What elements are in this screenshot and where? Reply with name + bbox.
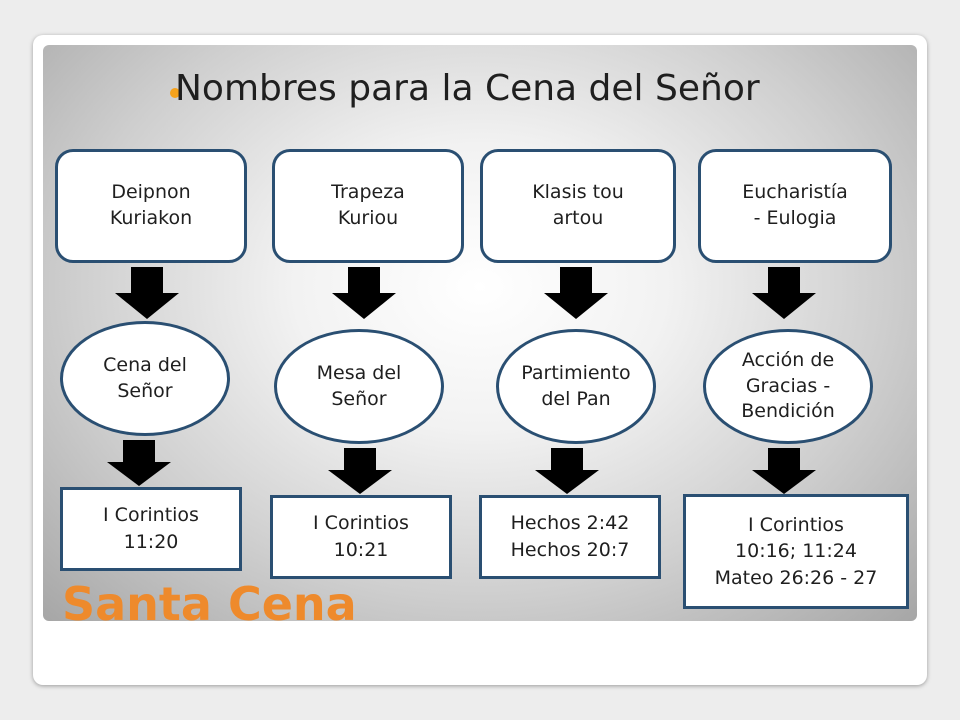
term-3-line-1: Klasis tou bbox=[532, 181, 624, 204]
reference-3-line-2: Hechos 20:7 bbox=[510, 539, 630, 561]
term-2-line-1: Trapeza bbox=[331, 181, 405, 204]
term-1-line-2: Kuriakon bbox=[109, 207, 193, 229]
reference-1-line-1: I Corintios bbox=[103, 504, 199, 527]
term-box-4: Eucharistía - Eulogia bbox=[698, 149, 892, 263]
reference-4-line-3: Mateo 26:26 - 27 bbox=[714, 566, 878, 589]
arrow-down-icon bbox=[115, 267, 179, 319]
reference-3-line-1: Hechos 2:42 bbox=[510, 512, 630, 535]
term-2-line-2: Kuriou bbox=[337, 207, 399, 229]
arrow-down-icon bbox=[752, 448, 816, 494]
term-4-line-1: Eucharistía bbox=[742, 181, 848, 204]
meaning-4-line-2: Gracias - bbox=[745, 374, 831, 397]
meaning-2-line-1: Mesa del bbox=[316, 361, 402, 384]
reference-4-line-1: I Corintios bbox=[748, 513, 844, 536]
meaning-oval-3: Partimiento del Pan bbox=[496, 329, 656, 444]
term-1-line-1: Deipnon bbox=[111, 181, 191, 204]
slide-title: Nombres para la Cena del Señor bbox=[175, 68, 760, 109]
arrow-down-icon bbox=[107, 440, 171, 486]
meaning-4-line-1: Acción de bbox=[741, 349, 835, 372]
term-box-3: Klasis tou artou bbox=[480, 149, 676, 263]
meaning-1-line-2: Señor bbox=[117, 379, 173, 402]
arrow-down-icon bbox=[752, 267, 816, 319]
meaning-3-line-2: del Pan bbox=[541, 387, 611, 410]
big-title: Santa Cena bbox=[62, 577, 357, 631]
reference-box-2: I Corintios 10:21 bbox=[270, 495, 452, 579]
meaning-3-line-1: Partimiento bbox=[521, 361, 631, 384]
meaning-4-line-3: Bendición bbox=[741, 400, 835, 423]
term-3-line-2: artou bbox=[552, 207, 604, 229]
meaning-1-line-1: Cena del bbox=[103, 353, 187, 376]
bullet-icon bbox=[170, 88, 180, 98]
meaning-2-line-2: Señor bbox=[331, 387, 387, 410]
reference-1-line-2: 11:20 bbox=[123, 531, 179, 553]
reference-box-1: I Corintios 11:20 bbox=[60, 487, 242, 571]
reference-4-line-2: 10:16; 11:24 bbox=[735, 540, 857, 563]
slide-footer bbox=[43, 621, 917, 675]
arrow-down-icon bbox=[544, 267, 608, 319]
term-4-line-2: - Eulogia bbox=[753, 207, 837, 229]
reference-2-line-1: I Corintios bbox=[313, 512, 409, 535]
arrow-down-icon bbox=[332, 267, 396, 319]
reference-2-line-2: 10:21 bbox=[333, 539, 389, 561]
arrow-down-icon bbox=[535, 448, 599, 494]
arrow-down-icon bbox=[328, 448, 392, 494]
